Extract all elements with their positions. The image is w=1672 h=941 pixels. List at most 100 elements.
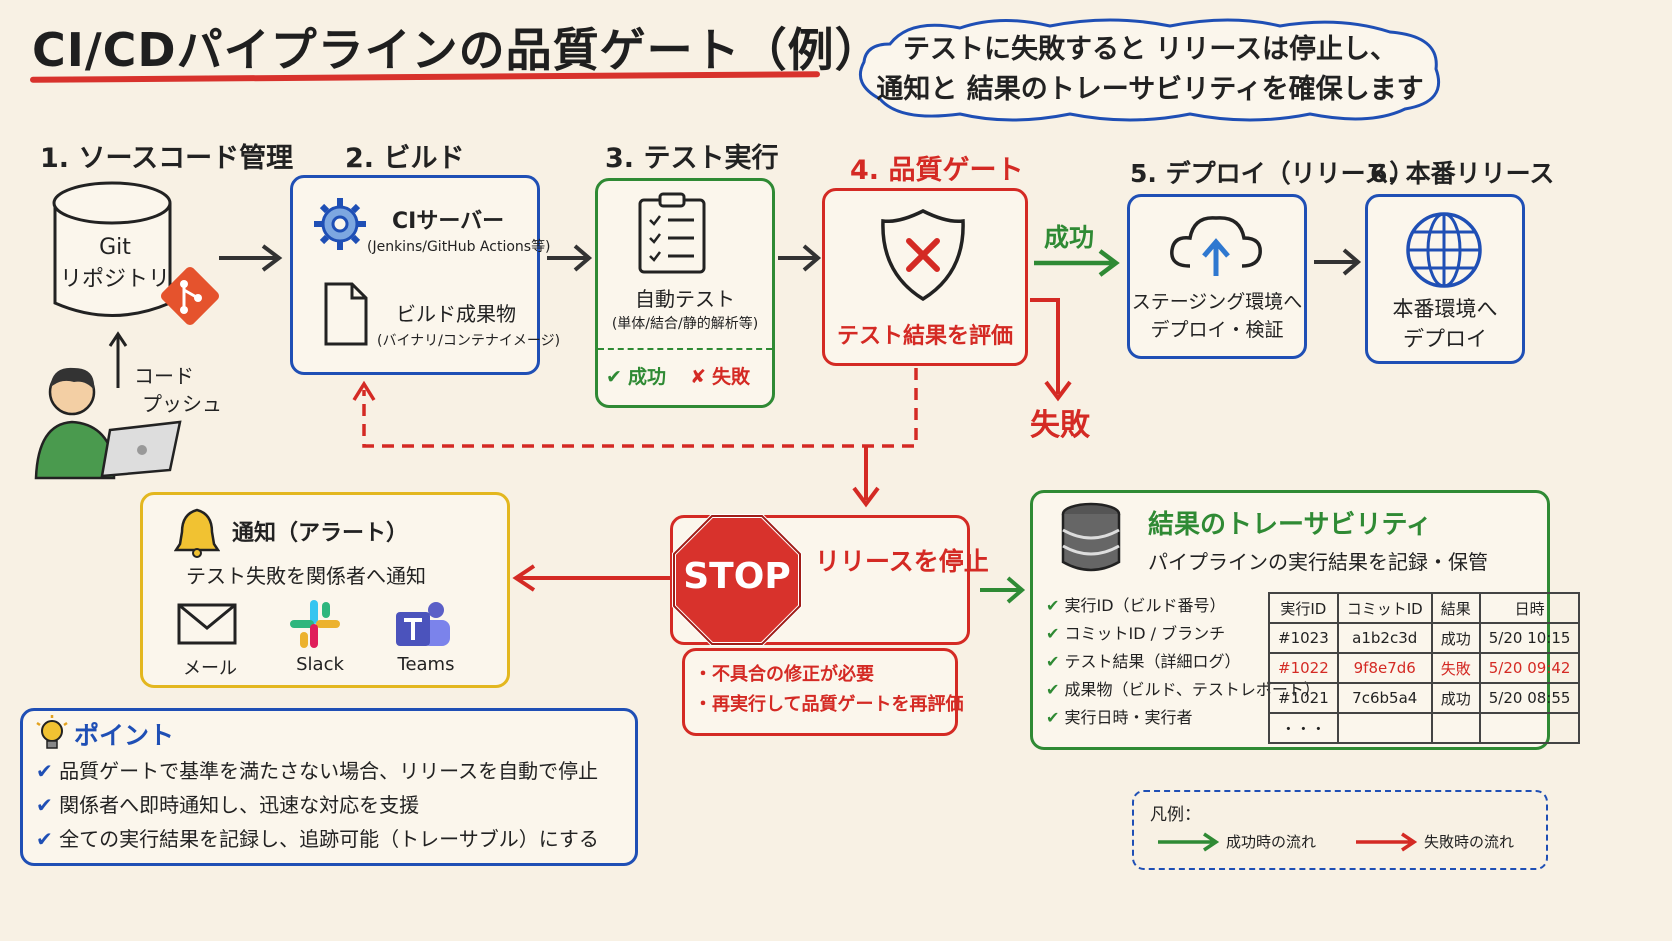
notify-arrow xyxy=(512,564,674,592)
table-cell: 5/20 09:42 xyxy=(1478,652,1581,684)
developer-icon xyxy=(34,367,182,480)
arrow-5-6 xyxy=(1314,248,1362,276)
callout-line1: テストに失敗すると リリースは停止し、 xyxy=(902,34,1398,65)
trace-check-item: ✔ 成果物（ビルド、テストレポート） xyxy=(1046,680,1320,699)
trace-table: 実行ID コミットID 結果 日時 #1023 a1b2c3d 成功 5/20 … xyxy=(1268,592,1581,744)
arrow-1-2 xyxy=(219,244,283,272)
deploy-line2: デプロイ・検証 xyxy=(1150,319,1284,341)
test-divider xyxy=(598,348,772,350)
artifact-sub: (バイナリ/コンテナイメージ) xyxy=(377,333,561,349)
arrow-2-3 xyxy=(547,244,593,272)
mail-icon xyxy=(177,603,237,645)
stop-label: リリースを停止 xyxy=(815,547,989,576)
check-icon: ✔ xyxy=(36,759,53,783)
test-success-label: 成功 xyxy=(627,366,666,388)
step4-label: 4. 品質ゲート xyxy=(850,155,1024,186)
ci-server-label: CIサーバー xyxy=(392,209,505,234)
table-cell: ・・・ xyxy=(1268,712,1339,744)
arrow-3-4 xyxy=(778,244,822,272)
table-cell xyxy=(1478,712,1581,744)
check-icon: ✔ xyxy=(1046,624,1060,643)
table-header: 日時 xyxy=(1478,592,1581,624)
globe-icon xyxy=(1406,212,1482,288)
auto-test-label: 自動テスト xyxy=(635,287,735,311)
shield-icon xyxy=(881,209,965,302)
table-header: コミットID xyxy=(1336,592,1433,624)
step3-label: 3. テスト実行 xyxy=(605,143,779,174)
table-row: ・・・ xyxy=(1268,712,1581,744)
push-line2: プッシュ xyxy=(142,392,222,416)
check-icon: ✔ xyxy=(1046,652,1060,671)
git-repository-icon xyxy=(52,181,220,326)
step2-label: 2. ビルド xyxy=(345,143,465,174)
bell-icon xyxy=(174,508,220,558)
stop-bullets: ・不具合の修正が必要 ・再実行して品質ゲートを再評価 xyxy=(694,660,963,720)
trace-check-item: ✔ コミットID / ブランチ xyxy=(1046,624,1226,643)
trace-arrow xyxy=(980,576,1026,604)
deploy-text: ステージング環境へ デプロイ・検証 xyxy=(1130,288,1304,344)
table-cell: a1b2c3d xyxy=(1336,622,1433,654)
legend-title: 凡例： xyxy=(1150,805,1201,825)
point-item: ✔ 品質ゲートで基準を満たさない場合、リリースを自動で停止 xyxy=(36,759,599,783)
table-cell: #1023 xyxy=(1268,622,1339,654)
callout-line2: 通知と 結果のトレーサビリティを確保します xyxy=(876,74,1424,105)
channel-slack: Slack xyxy=(296,654,344,675)
table-header: 実行ID xyxy=(1268,592,1339,624)
stop-bullet-2: ・再実行して品質ゲートを再評価 xyxy=(694,694,964,715)
table-row: #1022 9f8e7d6 失敗 5/20 09:42 xyxy=(1268,652,1581,684)
stop-sign-icon xyxy=(672,514,802,646)
auto-test-sub: (単体/結合/静的解析等) xyxy=(611,316,759,332)
retry-dashed-arrow xyxy=(352,368,918,508)
notify-desc: テスト失敗を関係者へ通知 xyxy=(186,564,426,588)
check-icon: ✔ xyxy=(1046,596,1060,615)
check-icon: ✔ xyxy=(1046,708,1060,727)
point-item: ✔ 全ての実行結果を記録し、追跡可能（トレーサブル）にする xyxy=(36,827,599,851)
trace-title: 結果のトレーサビリティ xyxy=(1148,510,1432,540)
cross-icon: ✘ xyxy=(690,366,706,388)
table-cell: 7c6b5a4 xyxy=(1336,682,1433,714)
push-text: コード プッシュ xyxy=(134,362,222,418)
table-header-row: 実行ID コミットID 結果 日時 xyxy=(1268,592,1581,624)
deploy-line1: ステージング環境へ xyxy=(1131,291,1303,313)
point-item: ✔ 関係者へ即時通知し、迅速な対応を支援 xyxy=(36,793,420,817)
check-icon: ✔ xyxy=(1046,680,1060,699)
production-text: 本番環境へ デプロイ xyxy=(1368,294,1522,354)
check-icon: ✔ xyxy=(606,366,622,388)
checklist-icon xyxy=(638,192,706,274)
production-line1: 本番環境へ xyxy=(1392,297,1498,321)
slack-icon xyxy=(290,600,340,648)
step5-label: 5. デプロイ（リリース） xyxy=(1130,159,1415,188)
step1-label: 1. ソースコード管理 xyxy=(40,143,294,174)
table-cell xyxy=(1430,712,1481,744)
evaluate-label: テスト結果を評価 xyxy=(836,324,1013,349)
artifact-label: ビルド成果物 xyxy=(396,302,516,326)
repo-text: Git リポジトリ xyxy=(55,232,175,296)
push-line1: コード xyxy=(134,364,194,388)
table-cell: 5/20 10:15 xyxy=(1478,622,1581,654)
legend-success-label: 成功時の流れ xyxy=(1226,833,1317,851)
step6-label: 6. 本番リリース xyxy=(1370,159,1555,188)
trace-checklist: ✔ 実行ID（ビルド番号） ✔ コミットID / ブランチ ✔ テスト結果（詳細… xyxy=(1046,592,1320,732)
table-row: #1021 7c6b5a4 成功 5/20 08:55 xyxy=(1268,682,1581,714)
check-icon: ✔ xyxy=(36,827,53,851)
trace-check-item: ✔ テスト結果（詳細ログ） xyxy=(1046,652,1241,671)
production-line2: デプロイ xyxy=(1403,327,1487,351)
table-cell: 失敗 xyxy=(1430,652,1481,684)
gear-icon xyxy=(314,198,366,250)
trace-check-item: ✔ 実行ID（ビルド番号） xyxy=(1046,596,1226,615)
table-cell xyxy=(1336,712,1433,744)
ci-server-sub: (Jenkins/GitHub Actions等) xyxy=(367,239,551,255)
check-icon: ✔ xyxy=(36,793,53,817)
table-row: #1023 a1b2c3d 成功 5/20 10:15 xyxy=(1268,622,1581,654)
fail-arrow xyxy=(1030,298,1072,402)
legend-fail-label: 失敗時の流れ xyxy=(1424,833,1515,851)
table-cell: 成功 xyxy=(1430,622,1481,654)
table-header: 結果 xyxy=(1430,592,1481,624)
trace-check-item: ✔ 実行日時・実行者 xyxy=(1046,708,1193,727)
notify-title: 通知（アラート） xyxy=(232,521,409,546)
stop-sign-text: STOP xyxy=(683,556,791,597)
points-title: ポイント xyxy=(74,721,175,750)
table-cell: 9f8e7d6 xyxy=(1336,652,1433,684)
fail-arrow-label: 失敗 xyxy=(1030,408,1090,443)
table-cell: #1021 xyxy=(1268,682,1339,714)
